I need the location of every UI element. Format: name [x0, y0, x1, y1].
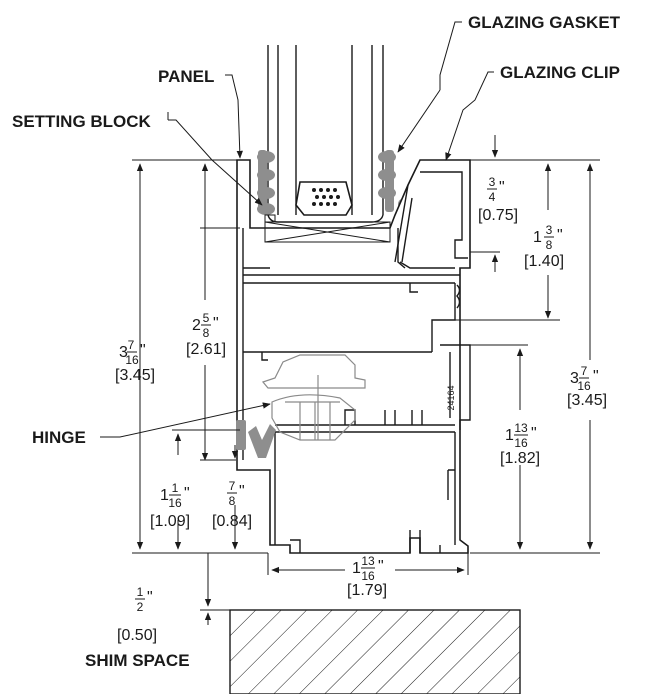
- svg-text:": ": [239, 483, 245, 500]
- frame-profile: [236, 159, 471, 554]
- svg-text:3: 3: [489, 175, 496, 189]
- svg-text:": ": [499, 179, 505, 196]
- svg-text:": ": [531, 425, 537, 442]
- label-glazing-gasket: GLAZING GASKET: [468, 13, 621, 32]
- svg-text:7: 7: [581, 364, 588, 378]
- dim-overall-left: 3 7 16 " [3.45]: [115, 338, 155, 384]
- dim-shim: 1 2 " [0.50]: [117, 585, 157, 644]
- svg-text:3: 3: [119, 344, 128, 361]
- svg-text:1: 1: [137, 585, 144, 599]
- svg-text:[3.45]: [3.45]: [567, 392, 607, 409]
- svg-text:5: 5: [203, 311, 210, 325]
- label-setting-block: SETTING BLOCK: [12, 112, 152, 131]
- svg-text:2: 2: [192, 317, 201, 334]
- svg-text:1: 1: [505, 427, 514, 444]
- svg-text:[3.45]: [3.45]: [115, 367, 155, 384]
- svg-text:1: 1: [533, 229, 542, 246]
- glazing-gasket-left: [257, 150, 275, 215]
- svg-text:": ": [184, 485, 190, 502]
- svg-text:[1.79]: [1.79]: [347, 582, 387, 599]
- part-number: 24164: [446, 385, 456, 410]
- svg-text:13: 13: [514, 421, 528, 435]
- dimension-lines: [132, 135, 600, 625]
- dim-frame-width: 1 13 16 " [1.79]: [347, 554, 387, 599]
- hinge: [261, 354, 366, 441]
- svg-text:7: 7: [229, 479, 236, 493]
- label-hinge: HINGE: [32, 428, 86, 447]
- svg-text:1: 1: [172, 481, 179, 495]
- svg-text:[1.40]: [1.40]: [524, 253, 564, 270]
- shim-block: [229, 609, 521, 694]
- dim-lower-chamber: 1 13 16 " [1.82]: [500, 421, 540, 467]
- svg-text:1: 1: [352, 560, 361, 577]
- svg-text:[0.84]: [0.84]: [212, 513, 252, 530]
- svg-text:": ": [147, 589, 153, 606]
- label-glazing-clip: GLAZING CLIP: [500, 63, 620, 82]
- svg-text:1: 1: [160, 487, 169, 504]
- dim-hinge-small: 7 8 " [0.84]: [212, 479, 252, 530]
- svg-text:[1.09]: [1.09]: [150, 513, 190, 530]
- svg-text:": ": [557, 227, 563, 244]
- svg-text:[2.61]: [2.61]: [186, 341, 226, 358]
- svg-text:8: 8: [203, 326, 210, 340]
- glass-panel: [267, 45, 384, 223]
- dim-top-step: 3 4 " [0.75]: [478, 175, 518, 224]
- svg-text:16: 16: [168, 496, 182, 510]
- svg-text:": ": [213, 315, 219, 332]
- svg-text:": ": [140, 342, 146, 359]
- svg-text:[1.82]: [1.82]: [500, 450, 540, 467]
- svg-text:4: 4: [489, 190, 496, 204]
- svg-text:": ": [593, 368, 599, 385]
- svg-text:7: 7: [128, 338, 135, 352]
- hinge-seal: [236, 420, 276, 458]
- svg-text:[0.75]: [0.75]: [478, 207, 518, 224]
- svg-text:": ": [378, 558, 384, 575]
- dim-hinge-height: 1 1 16 " [1.09]: [150, 481, 190, 530]
- label-shim-space: SHIM SPACE: [85, 651, 190, 670]
- svg-text:2: 2: [137, 600, 144, 614]
- svg-text:16: 16: [577, 379, 591, 393]
- dim-overall-right: 3 7 16 " [3.45]: [567, 364, 607, 409]
- svg-text:[0.50]: [0.50]: [117, 627, 157, 644]
- svg-text:13: 13: [361, 554, 375, 568]
- svg-text:8: 8: [229, 494, 236, 508]
- svg-text:16: 16: [514, 436, 528, 450]
- label-panel: PANEL: [158, 67, 214, 86]
- svg-text:8: 8: [546, 238, 553, 252]
- svg-text:16: 16: [361, 569, 375, 583]
- leader-lines: [100, 21, 494, 438]
- dim-clip-depth: 1 3 8 " [1.40]: [524, 223, 564, 270]
- svg-text:3: 3: [546, 223, 553, 237]
- svg-text:16: 16: [125, 353, 139, 367]
- svg-text:3: 3: [570, 370, 579, 387]
- dim-sill-to-block: 2 5 8 " [2.61]: [186, 311, 226, 358]
